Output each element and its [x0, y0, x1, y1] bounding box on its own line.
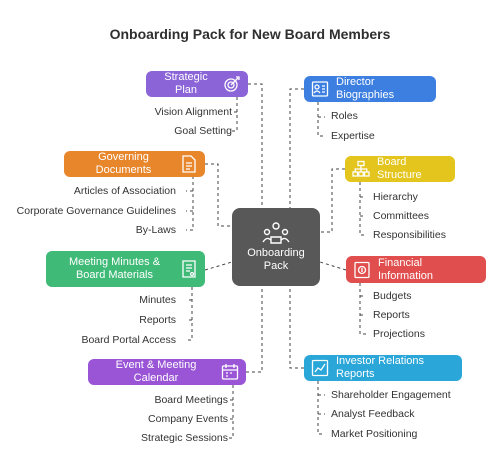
topic-event-calendar: Event & Meeting Calendar — [88, 359, 246, 385]
bracket-financial-information — [359, 283, 366, 335]
topic-director-biographies: Director Biographies — [304, 76, 436, 102]
center-label-line2: Pack — [263, 260, 289, 272]
topic-label: Strategic Plan — [164, 71, 208, 96]
bracket-board-structure — [359, 182, 366, 236]
subitem-projections: Projections — [373, 328, 425, 340]
minutes-icon — [179, 259, 199, 279]
center-node: Onboarding Pack — [232, 208, 320, 286]
bracket-meeting-minutes — [186, 287, 193, 341]
connector-strategic-plan — [248, 83, 263, 208]
subitem-hierarchy: Hierarchy — [373, 191, 418, 203]
connector-director-biographies — [289, 88, 304, 208]
topic-label: Investor Relations Reports — [336, 355, 425, 380]
document-icon — [179, 154, 199, 174]
connector-event-calendar — [246, 286, 263, 373]
topic-investor-relations: Investor Relations Reports — [304, 355, 462, 381]
id-card-icon — [310, 79, 330, 99]
bracket-strategic-plan — [232, 97, 238, 132]
subitem-minutes: Minutes — [139, 294, 176, 306]
topic-label: Director Biographies — [336, 76, 395, 101]
subitem-fin-reports: Reports — [373, 309, 410, 321]
chart-report-icon — [310, 358, 330, 378]
subitem-corporate-governance-guidelines: Corporate Governance Guidelines — [16, 205, 176, 217]
meeting-people-icon — [262, 222, 290, 244]
topic-financial-information: Financial Information — [346, 256, 486, 283]
subitem-strategic-sessions: Strategic Sessions — [141, 432, 228, 444]
target-icon — [222, 74, 242, 94]
hierarchy-icon — [351, 159, 371, 179]
subitem-analyst-feedback: Analyst Feedback — [331, 408, 415, 420]
bracket-event-calendar — [227, 385, 234, 439]
subitem-market-positioning: Market Positioning — [331, 428, 418, 440]
connector-governing-documents — [205, 163, 232, 227]
center-label-line1: Onboarding — [247, 247, 305, 259]
connector-board-structure — [320, 168, 345, 233]
subitem-board-portal-access: Board Portal Access — [81, 334, 176, 346]
calendar-icon — [220, 362, 240, 382]
topic-meeting-minutes: Meeting Minutes & Board Materials — [46, 251, 205, 287]
topic-governing-documents: Governing Documents — [64, 151, 205, 177]
topic-label: Financial Information — [378, 256, 434, 282]
topic-board-structure: Board Structure — [345, 156, 455, 182]
connector-meeting-minutes — [204, 261, 233, 271]
bracket-governing-documents — [186, 176, 194, 231]
subitem-goal-setting: Goal Setting — [174, 125, 232, 137]
bracket-director-biographies — [317, 102, 325, 137]
subitem-responsibilities: Responsibilities — [373, 229, 446, 241]
subitem-by-laws: By-Laws — [135, 224, 176, 236]
connector-investor-relations — [289, 286, 304, 369]
subitem-budgets: Budgets — [373, 290, 412, 302]
subitem-articles-of-association: Articles of Association — [73, 185, 176, 197]
topic-label: Meeting Minutes & Board Materials — [68, 256, 161, 281]
subitem-vision-alignment: Vision Alignment — [154, 106, 232, 118]
topic-label: Board Structure — [377, 156, 422, 181]
subitem-committees: Committees — [373, 210, 430, 222]
bracket-investor-relations — [317, 381, 325, 435]
topic-strategic-plan: Strategic Plan — [146, 71, 248, 97]
topic-label: Governing Documents — [95, 151, 152, 176]
financial-report-icon — [352, 260, 372, 280]
subitem-reports: Reports — [139, 314, 176, 326]
subitem-expertise: Expertise — [331, 130, 375, 142]
subitem-shareholder-engagement: Shareholder Engagement — [331, 389, 451, 401]
topic-label: Event & Meeting Calendar — [115, 359, 197, 384]
subitem-company-events: Company Events — [148, 413, 228, 425]
subitem-board-meetings: Board Meetings — [154, 394, 228, 406]
subitem-roles: Roles — [331, 110, 358, 122]
connector-financial-information — [319, 261, 347, 271]
diagram-title: Onboarding Pack for New Board Members — [109, 26, 391, 42]
